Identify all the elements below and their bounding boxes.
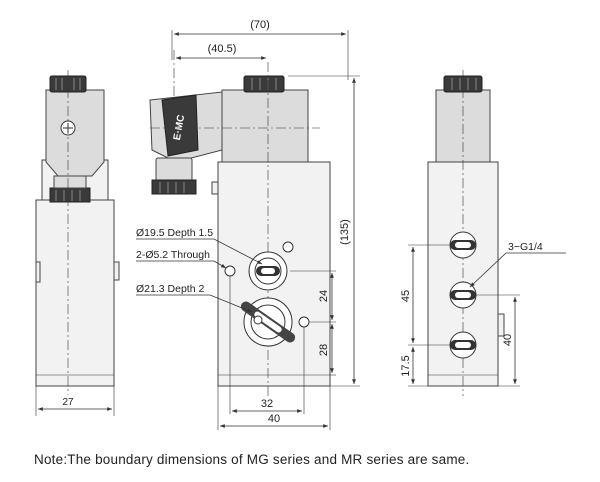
brand-plate	[161, 94, 199, 157]
dim-coil-offset: (40.5)	[208, 43, 237, 55]
left-side-tab	[113, 261, 120, 281]
dim-right-height-17-5: 17.5	[400, 355, 412, 376]
dim-port-spacing-upper: 24	[318, 290, 330, 302]
left-side-view: 27	[35, 70, 120, 416]
footer-note: Note:The boundary dimensions of MG serie…	[34, 452, 470, 467]
technical-drawing: 27 E·MC	[35, 19, 566, 430]
port-upper	[449, 231, 477, 259]
left-connector-box	[45, 89, 105, 177]
dim-side-width: 27	[62, 397, 74, 408]
left-valve-body	[35, 199, 115, 387]
brand-label: E·MC	[172, 114, 187, 141]
dim-right-height-45: 45	[400, 290, 412, 302]
dim-overall-height: (135)	[339, 219, 351, 245]
callout-ports: 3−G1/4	[508, 241, 543, 253]
callout-bore-19-5: Ø19.5 Depth 1.5	[136, 227, 213, 239]
callout-bore-21-3: Ø21.3 Depth 2	[136, 283, 204, 295]
dim-base-width-inner: 32	[261, 398, 273, 410]
mount-hole-right	[298, 316, 310, 328]
dim-overall-width: (70)	[250, 19, 270, 31]
port-lower	[449, 331, 477, 359]
dim-right-height-40: 40	[502, 334, 514, 346]
mount-hole-left	[224, 265, 236, 277]
front-side-nub	[211, 181, 219, 195]
front-coil	[221, 89, 309, 163]
right-side-view: 3−G1/4 45 17.5 40	[400, 70, 566, 396]
front-top-cap	[243, 75, 285, 93]
mount-hole-top	[282, 241, 294, 253]
port-middle	[449, 281, 477, 309]
dim-base-width-outer: 40	[268, 413, 280, 425]
front-cable-gland	[151, 179, 197, 195]
callout-through-5-2: 2-Ø5.2 Through	[136, 249, 210, 261]
front-view: E·MC (70) (40.5)	[136, 19, 360, 430]
dim-port-spacing-lower: 28	[318, 344, 330, 356]
right-side-tab	[497, 313, 505, 337]
